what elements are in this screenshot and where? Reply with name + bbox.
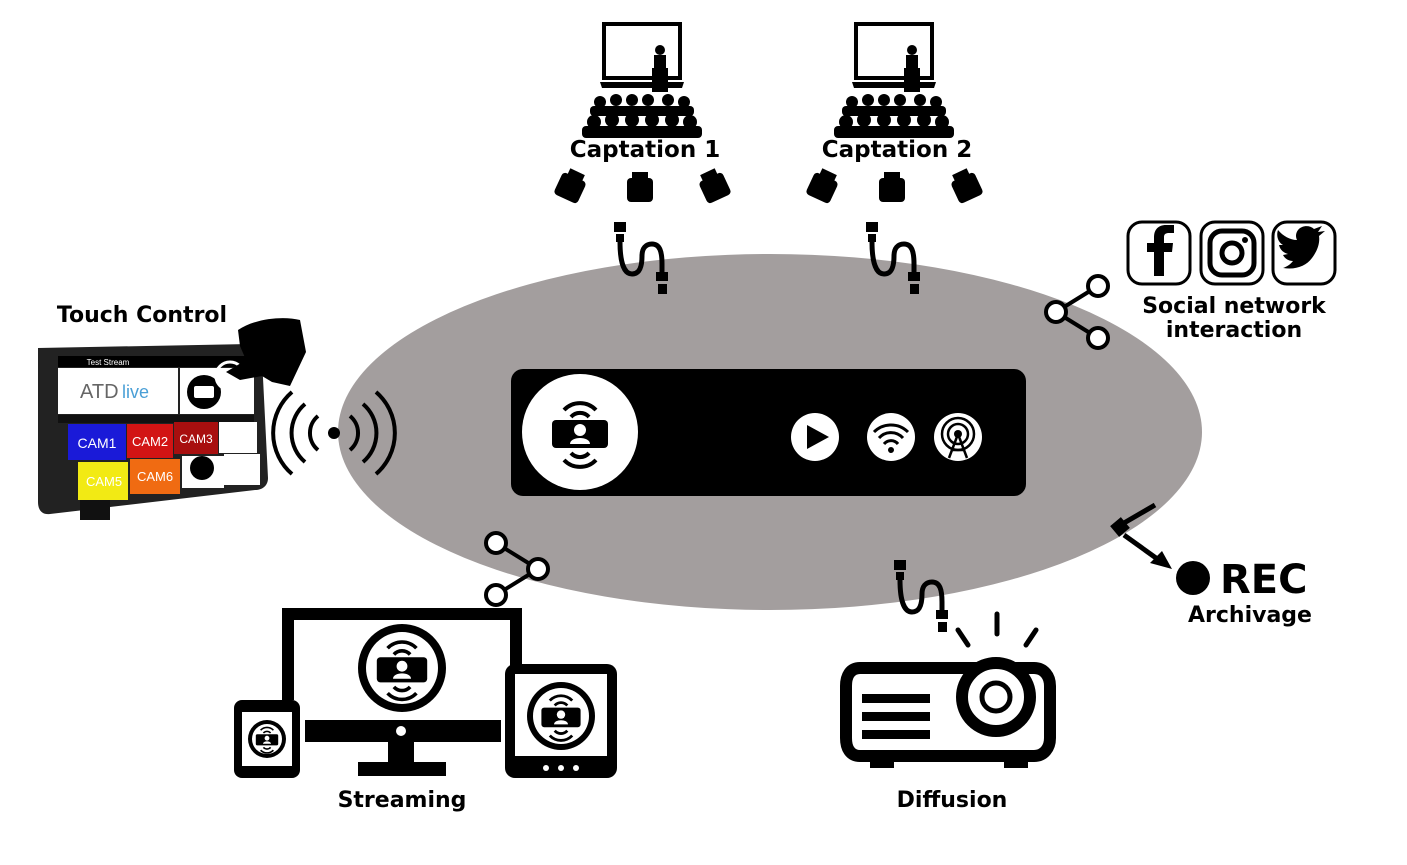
archivage-label: Archivage (1188, 603, 1312, 628)
play-icon (791, 413, 839, 461)
lecture-hall-icon (832, 22, 956, 140)
social-network: Social network interaction (1126, 220, 1337, 343)
camera-icon (553, 166, 590, 205)
hand-icon (214, 318, 306, 392)
rec-dot-icon (1176, 561, 1210, 595)
central-device (511, 369, 1026, 496)
camera-icon (947, 166, 984, 205)
captation-1-label: Captation 1 (570, 137, 720, 163)
tablet-logo-live: live (122, 382, 149, 402)
cam-button[interactable] (127, 424, 173, 458)
instagram-icon (1199, 220, 1265, 286)
svg-text:CAM1: CAM1 (78, 435, 117, 451)
touch-control: Touch Control Test Stream ATD live CAM1 … (38, 303, 397, 520)
projector-icon (840, 657, 1056, 768)
social-label-line2: interaction (1166, 318, 1302, 343)
diffusion: Diffusion (840, 560, 1056, 813)
camera-icon (879, 172, 905, 202)
cam-button[interactable] (130, 459, 180, 494)
wireless-icon (271, 390, 397, 476)
touch-control-label: Touch Control (57, 303, 227, 328)
camera-icon (627, 172, 653, 202)
tablet-screen: Test Stream ATD live CAM1 CAM2 CAM3 CAM5… (58, 356, 260, 500)
cam-button[interactable] (174, 422, 218, 454)
archivage: REC Archivage (1110, 502, 1312, 628)
captation-1: Captation 1 (553, 22, 732, 294)
tablet-header: Test Stream (87, 358, 130, 367)
twitter-icon (1271, 220, 1337, 286)
cam-button[interactable] (78, 462, 128, 500)
captation-2-label: Captation 2 (822, 137, 972, 163)
diffusion-label: Diffusion (897, 788, 1008, 813)
svg-text:CAM2: CAM2 (132, 434, 168, 449)
camera-icon (695, 166, 732, 205)
camera-icon (805, 166, 842, 205)
streaming-label: Streaming (338, 788, 467, 813)
captation-2: Captation 2 (805, 22, 984, 294)
cam-button[interactable] (68, 424, 126, 460)
lecture-hall-icon (580, 22, 704, 140)
streaming: Streaming (234, 531, 617, 813)
light-rays-icon (955, 611, 1039, 648)
social-label-line1: Social network (1142, 294, 1327, 319)
rec-label: REC (1220, 557, 1307, 603)
svg-text:CAM3: CAM3 (179, 432, 213, 446)
wifi-icon (867, 413, 915, 461)
facebook-icon (1126, 220, 1192, 286)
cable-arrow-icon (1110, 502, 1172, 569)
svg-text:CAM6: CAM6 (137, 469, 173, 484)
tablet-logo-atd: ATD (80, 381, 119, 403)
broadcast-icon (934, 413, 982, 461)
svg-text:CAM5: CAM5 (86, 474, 122, 489)
monitor-frame (282, 608, 522, 700)
